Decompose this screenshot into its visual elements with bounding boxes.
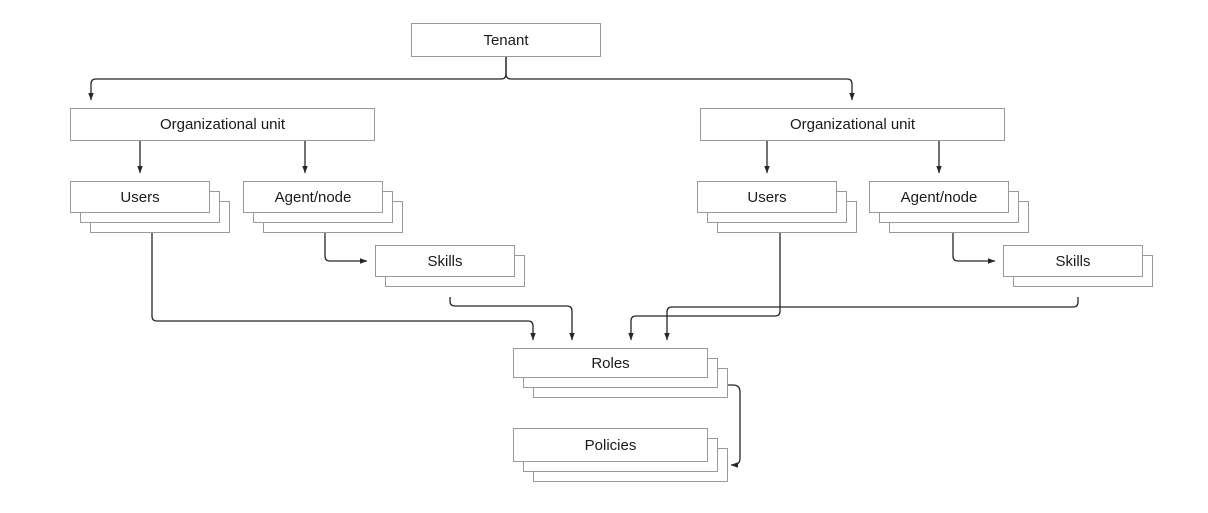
node-agent-node-right[interactable]: Agent/node xyxy=(869,181,1029,233)
node-policies-label: Policies xyxy=(584,436,637,454)
node-policies[interactable]: Policies xyxy=(513,428,728,482)
node-skills-left[interactable]: Skills xyxy=(375,245,525,287)
node-roles-label: Roles xyxy=(591,354,630,372)
node-skills-right-face: Skills xyxy=(1003,245,1143,277)
node-users-left-face: Users xyxy=(70,181,210,213)
node-roles-face: Roles xyxy=(513,348,708,378)
edge-agent-left-to-skills-left xyxy=(324,233,368,264)
node-agent-node-left[interactable]: Agent/node xyxy=(243,181,403,233)
node-agent-node-right-label: Agent/node xyxy=(900,188,978,206)
node-policies-face: Policies xyxy=(513,428,708,462)
node-organizational-unit-left[interactable]: Organizational unit xyxy=(70,108,375,141)
node-organizational-unit-left-face: Organizational unit xyxy=(70,108,375,141)
node-users-right[interactable]: Users xyxy=(697,181,857,233)
node-agent-node-left-face: Agent/node xyxy=(243,181,383,213)
node-users-right-face: Users xyxy=(697,181,837,213)
node-skills-left-label: Skills xyxy=(427,252,463,270)
node-skills-right[interactable]: Skills xyxy=(1003,245,1153,287)
node-organizational-unit-left-label: Organizational unit xyxy=(159,116,286,133)
node-organizational-unit-right-label: Organizational unit xyxy=(789,116,916,133)
node-users-left[interactable]: Users xyxy=(70,181,230,233)
edge-skills-right-to-roles xyxy=(664,297,1079,341)
node-organizational-unit-right-face: Organizational unit xyxy=(700,108,1005,141)
edge-skills-left-to-roles xyxy=(449,297,575,341)
edge-agent-right-to-skills-right xyxy=(952,233,996,264)
node-tenant-face: Tenant xyxy=(411,23,601,57)
node-users-right-label: Users xyxy=(747,188,787,206)
node-organizational-unit-right[interactable]: Organizational unit xyxy=(700,108,1005,141)
node-tenant-label: Tenant xyxy=(483,31,529,49)
node-skills-left-face: Skills xyxy=(375,245,515,277)
edge-tenant-to-ou-right xyxy=(505,57,855,101)
node-skills-right-label: Skills xyxy=(1055,252,1091,270)
node-roles[interactable]: Roles xyxy=(513,348,728,398)
node-agent-node-left-label: Agent/node xyxy=(274,188,352,206)
edge-users-right-to-roles xyxy=(628,233,781,341)
node-agent-node-right-face: Agent/node xyxy=(869,181,1009,213)
node-tenant[interactable]: Tenant xyxy=(411,23,601,57)
node-users-left-label: Users xyxy=(120,188,160,206)
edge-tenant-to-ou-left xyxy=(88,57,507,101)
